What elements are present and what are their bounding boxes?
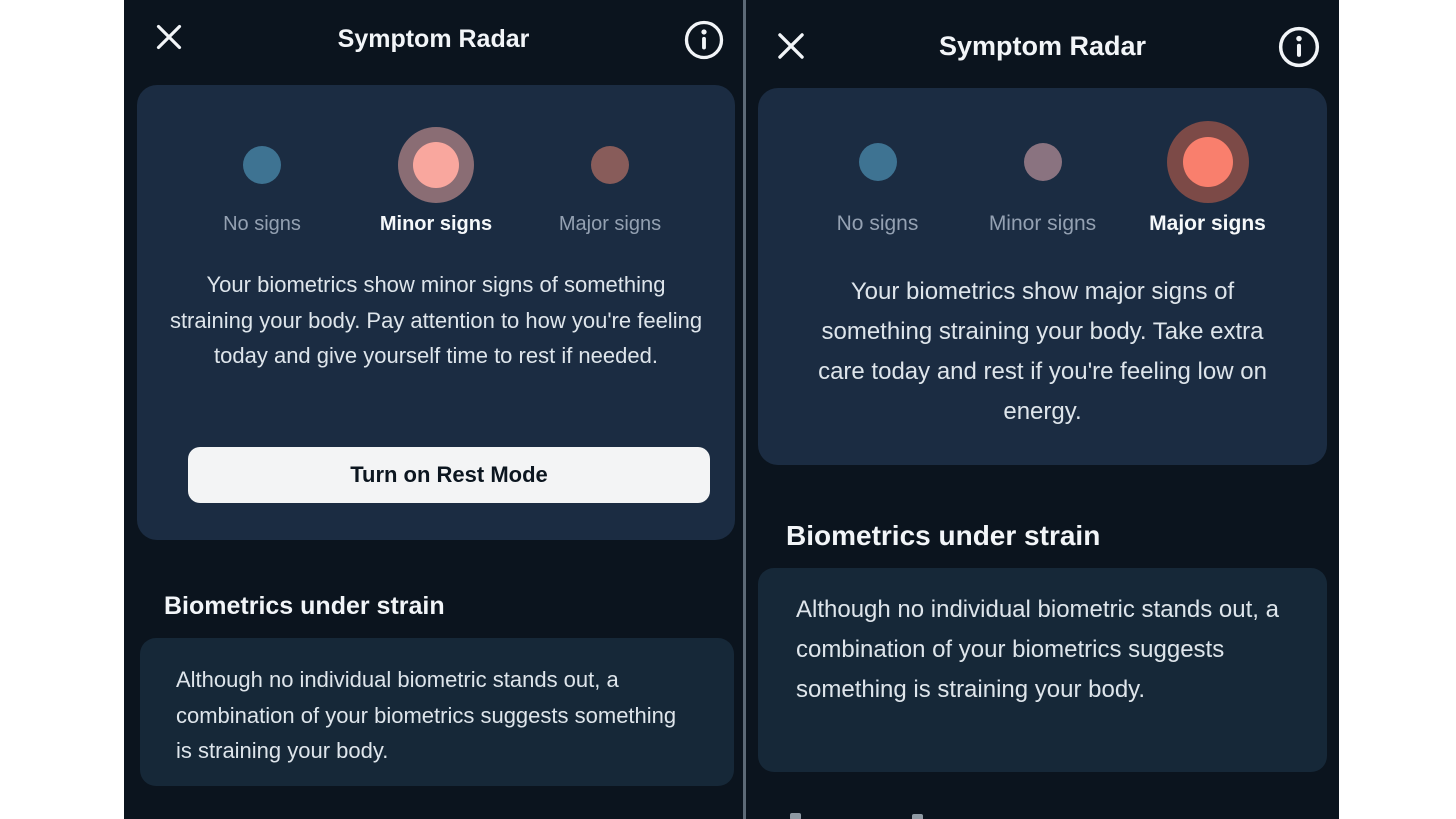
severity-level-major-signs: Major signs bbox=[1133, 120, 1283, 236]
no-signs-label: No signs bbox=[223, 213, 301, 235]
biometrics-detail-card: Although no individual biometric stands … bbox=[758, 568, 1327, 772]
close-button[interactable] bbox=[772, 27, 810, 65]
major-signs-dot bbox=[591, 146, 629, 184]
symptom-status-card: No signs Minor signs Major signs Your bi… bbox=[137, 85, 735, 540]
page-title: Symptom Radar bbox=[337, 25, 530, 53]
biometrics-detail-text: Although no individual biometric stands … bbox=[176, 667, 677, 763]
cutoff-text-fragment bbox=[790, 813, 801, 819]
no-signs-dot bbox=[858, 143, 897, 181]
symptom-radar-panel-minor: Symptom Radar No signs Minor signs bbox=[124, 0, 743, 819]
no-signs-dot bbox=[243, 146, 281, 184]
status-message: Your biometrics show minor signs of some… bbox=[169, 272, 703, 368]
status-message: Your biometrics show major signs of some… bbox=[818, 278, 1267, 425]
severity-level-minor-signs: Minor signs bbox=[356, 125, 516, 236]
info-icon bbox=[683, 19, 725, 61]
cutoff-text-fragment bbox=[912, 814, 923, 819]
severity-level-major-signs: Major signs bbox=[530, 125, 690, 236]
close-icon bbox=[772, 27, 810, 65]
biometrics-detail-card: Although no individual biometric stands … bbox=[140, 638, 734, 786]
minor-signs-dot-selected bbox=[413, 142, 459, 188]
panel-divider bbox=[743, 0, 746, 819]
close-icon bbox=[151, 19, 187, 55]
major-signs-dot-selected bbox=[1182, 137, 1233, 187]
severity-scale: No signs Minor signs Major signs bbox=[758, 120, 1327, 236]
no-signs-label: No signs bbox=[836, 212, 919, 235]
info-icon bbox=[1277, 25, 1321, 69]
page-title: Symptom Radar bbox=[938, 31, 1147, 61]
section-heading-biometrics: Biometrics under strain bbox=[786, 520, 1101, 551]
info-button[interactable] bbox=[683, 19, 725, 61]
severity-level-no-signs: No signs bbox=[182, 125, 342, 236]
severity-level-no-signs: No signs bbox=[803, 120, 953, 236]
symptom-status-card: No signs Minor signs Major signs Your bi… bbox=[758, 88, 1327, 465]
turn-on-rest-mode-button[interactable]: Turn on Rest Mode bbox=[188, 447, 710, 503]
major-signs-label: Major signs bbox=[1149, 212, 1266, 235]
severity-level-minor-signs: Minor signs bbox=[968, 120, 1118, 236]
symptom-radar-panel-major: Symptom Radar No signs Minor signs bbox=[746, 0, 1339, 819]
minor-signs-label: Minor signs bbox=[379, 213, 493, 235]
severity-scale: No signs Minor signs Major signs bbox=[137, 125, 735, 236]
major-signs-label: Major signs bbox=[558, 213, 662, 235]
biometrics-detail-text: Although no individual biometric stands … bbox=[796, 596, 1279, 703]
info-button[interactable] bbox=[1277, 25, 1321, 69]
close-button[interactable] bbox=[151, 19, 187, 55]
section-heading-biometrics: Biometrics under strain bbox=[164, 592, 445, 620]
minor-signs-label: Minor signs bbox=[988, 212, 1097, 235]
minor-signs-dot bbox=[1023, 143, 1062, 181]
